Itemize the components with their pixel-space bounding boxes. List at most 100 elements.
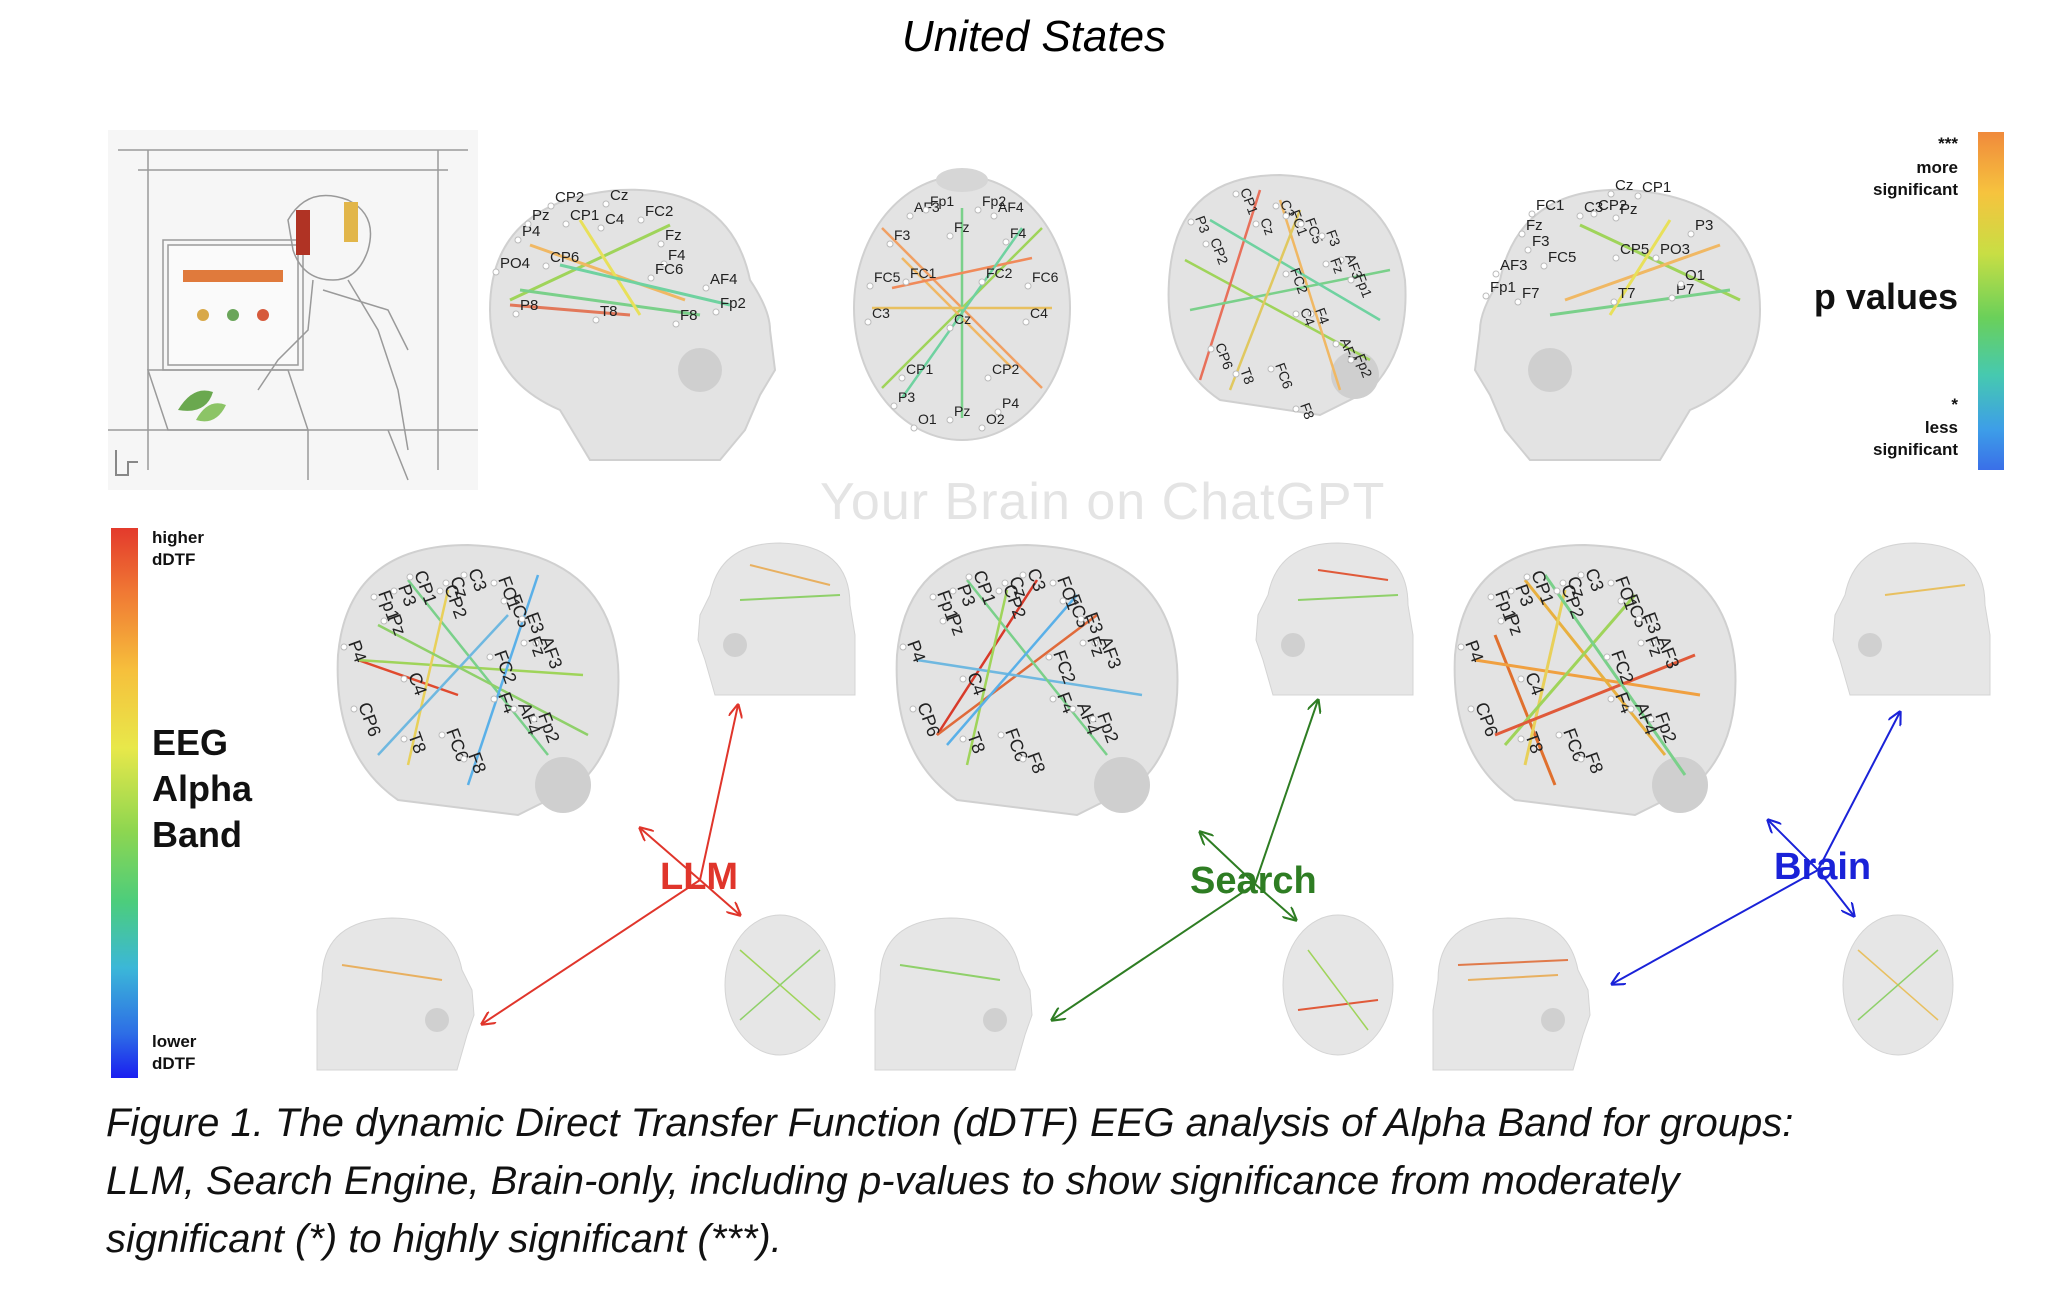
eeg-legend-lower-ddtf: dDTF — [152, 1054, 195, 1074]
head-top-oblique-view: CP1C3FC1FC5F3AF3Fp1P3CP2CzFC2FzF4AF4Fp2C… — [1140, 160, 1430, 430]
electrode-dot — [713, 309, 719, 315]
electrode-label: F7 — [1522, 285, 1540, 302]
p-legend-more-significant: significant — [1873, 180, 1958, 200]
head-llm-small-side-right — [690, 535, 860, 700]
electrode-dot — [1493, 271, 1499, 277]
electrode-dot — [975, 207, 981, 213]
electrode-label: Pz — [1620, 201, 1638, 218]
electrode-label: PO3 — [1660, 241, 1690, 258]
p-legend-top-stars: *** — [1938, 134, 1958, 154]
electrode-dot — [563, 221, 569, 227]
electrode-label: FC1 — [1536, 197, 1564, 214]
electrode-label: AF4 — [998, 199, 1024, 215]
electrode-label: FC2 — [645, 203, 673, 220]
electrode-label: FC5 — [874, 269, 901, 285]
electrode-dot — [947, 233, 953, 239]
p-values-title: p values — [1814, 276, 1958, 318]
electrode-dot — [1003, 239, 1009, 245]
electrode-label: F3 — [1532, 233, 1550, 250]
head-search-large: CP1P3C3FC1FC5F3AF3Fp1PzCP2CzFC2FzP4C4F4A… — [877, 535, 1207, 825]
electrode-label: T7 — [1618, 285, 1636, 302]
electrode-dot — [985, 375, 991, 381]
electrode-label: F8 — [680, 307, 698, 324]
electrode-label: Fp2 — [720, 295, 746, 312]
electrode-label: CP2 — [555, 189, 584, 206]
electrode-label: F4 — [1010, 225, 1027, 241]
head-search-small-above — [1278, 910, 1398, 1060]
electrode-label: Fp1 — [930, 193, 954, 209]
electrode-dot — [1591, 211, 1597, 217]
electrode-dot — [493, 269, 499, 275]
electrode-dot — [513, 311, 519, 317]
electrode-dot — [1613, 255, 1619, 261]
electrode-label: PO4 — [500, 255, 530, 272]
eeg-alpha-colorbar — [111, 528, 138, 1078]
electrode-label: O1 — [1685, 267, 1705, 284]
electrode-dot — [1688, 231, 1694, 237]
electrode-dot — [1653, 255, 1659, 261]
electrode-dot — [525, 221, 531, 227]
electrode-dot — [979, 425, 985, 431]
electrode-label: Cz — [954, 311, 971, 327]
figure-caption: Figure 1. The dynamic Direct Transfer Fu… — [106, 1094, 2006, 1268]
electrode-label: CP1 — [570, 207, 599, 224]
electrode-dot — [658, 241, 664, 247]
eeg-legend-higher-ddtf: dDTF — [152, 550, 195, 570]
electrode-dot — [907, 213, 913, 219]
electrode-dot — [648, 275, 654, 281]
electrode-label: FC2 — [986, 265, 1013, 281]
head-brain-small-side-right — [1825, 535, 1995, 700]
head-brain-small-above — [1838, 910, 1958, 1060]
electrode-label: O1 — [918, 411, 937, 427]
watermark-text: Your Brain on ChatGPT — [820, 472, 1385, 532]
head-top-above-view: AF3Fp1Fp2AF4F3FzF4FC5FC1FC2FC6C3CzC4CP1C… — [842, 168, 1082, 443]
electrode-dot — [923, 207, 929, 213]
electrode-label: CP5 — [1620, 241, 1649, 258]
electrode-dot — [1541, 263, 1547, 269]
head-search-small-side-left — [870, 910, 1040, 1075]
electrode-label: C3 — [872, 305, 890, 321]
electrode-label: FC1 — [910, 265, 937, 281]
group-label-llm: LLM — [660, 856, 738, 899]
electrode-label: F3 — [894, 227, 911, 243]
caption-line-3: significant (*) to highly significant (*… — [106, 1210, 2006, 1268]
electrode-label: P3 — [898, 389, 915, 405]
electrode-dot — [1519, 231, 1525, 237]
electrode-label: CP6 — [550, 249, 579, 266]
electrode-label: FC5 — [1548, 249, 1576, 266]
electrode-dot — [947, 325, 953, 331]
electrode-dot — [673, 321, 679, 327]
electrode-label: Fp1 — [1490, 279, 1516, 296]
group-label-search: Search — [1190, 860, 1317, 903]
electrode-dot — [1613, 215, 1619, 221]
electrode-label: Fz — [1526, 217, 1543, 234]
electrode-dot — [1483, 293, 1489, 299]
head-brain-large: CP1P3C3FC1FC5F3AF3Fp1PzCP2CzFC2FzP4C4F4A… — [1435, 535, 1765, 825]
figure-location-title: United States — [0, 12, 2068, 62]
electrode-label: Fz — [954, 219, 970, 235]
electrode-label: C4 — [1030, 305, 1048, 321]
electrode-label: P3 — [1695, 217, 1713, 234]
electrode-dot — [991, 213, 997, 219]
caption-line-1: Figure 1. The dynamic Direct Transfer Fu… — [106, 1094, 2006, 1152]
group-label-brain: Brain — [1774, 846, 1871, 889]
head-brain-small-side-left — [1428, 910, 1598, 1075]
eeg-legend-title-alpha: Alpha — [152, 768, 252, 810]
electrode-dot — [593, 317, 599, 323]
electrode-label: CP1 — [906, 361, 933, 377]
electrode-dot — [1025, 283, 1031, 289]
electrode-dot — [638, 217, 644, 223]
eeg-legend-higher: higher — [152, 528, 204, 548]
electrode-label: Cz — [610, 187, 628, 204]
electrode-label: P8 — [520, 297, 538, 314]
electrode-dot — [1023, 319, 1029, 325]
electrode-label: AF4 — [710, 271, 738, 288]
electrode-dot — [865, 319, 871, 325]
electrode-dot — [1635, 193, 1641, 199]
electrode-dot — [703, 285, 709, 291]
eeg-legend-lower: lower — [152, 1032, 196, 1052]
head-llm-small-side-left — [312, 910, 482, 1075]
electrode-dot — [543, 263, 549, 269]
p-values-colorbar — [1978, 132, 2004, 470]
